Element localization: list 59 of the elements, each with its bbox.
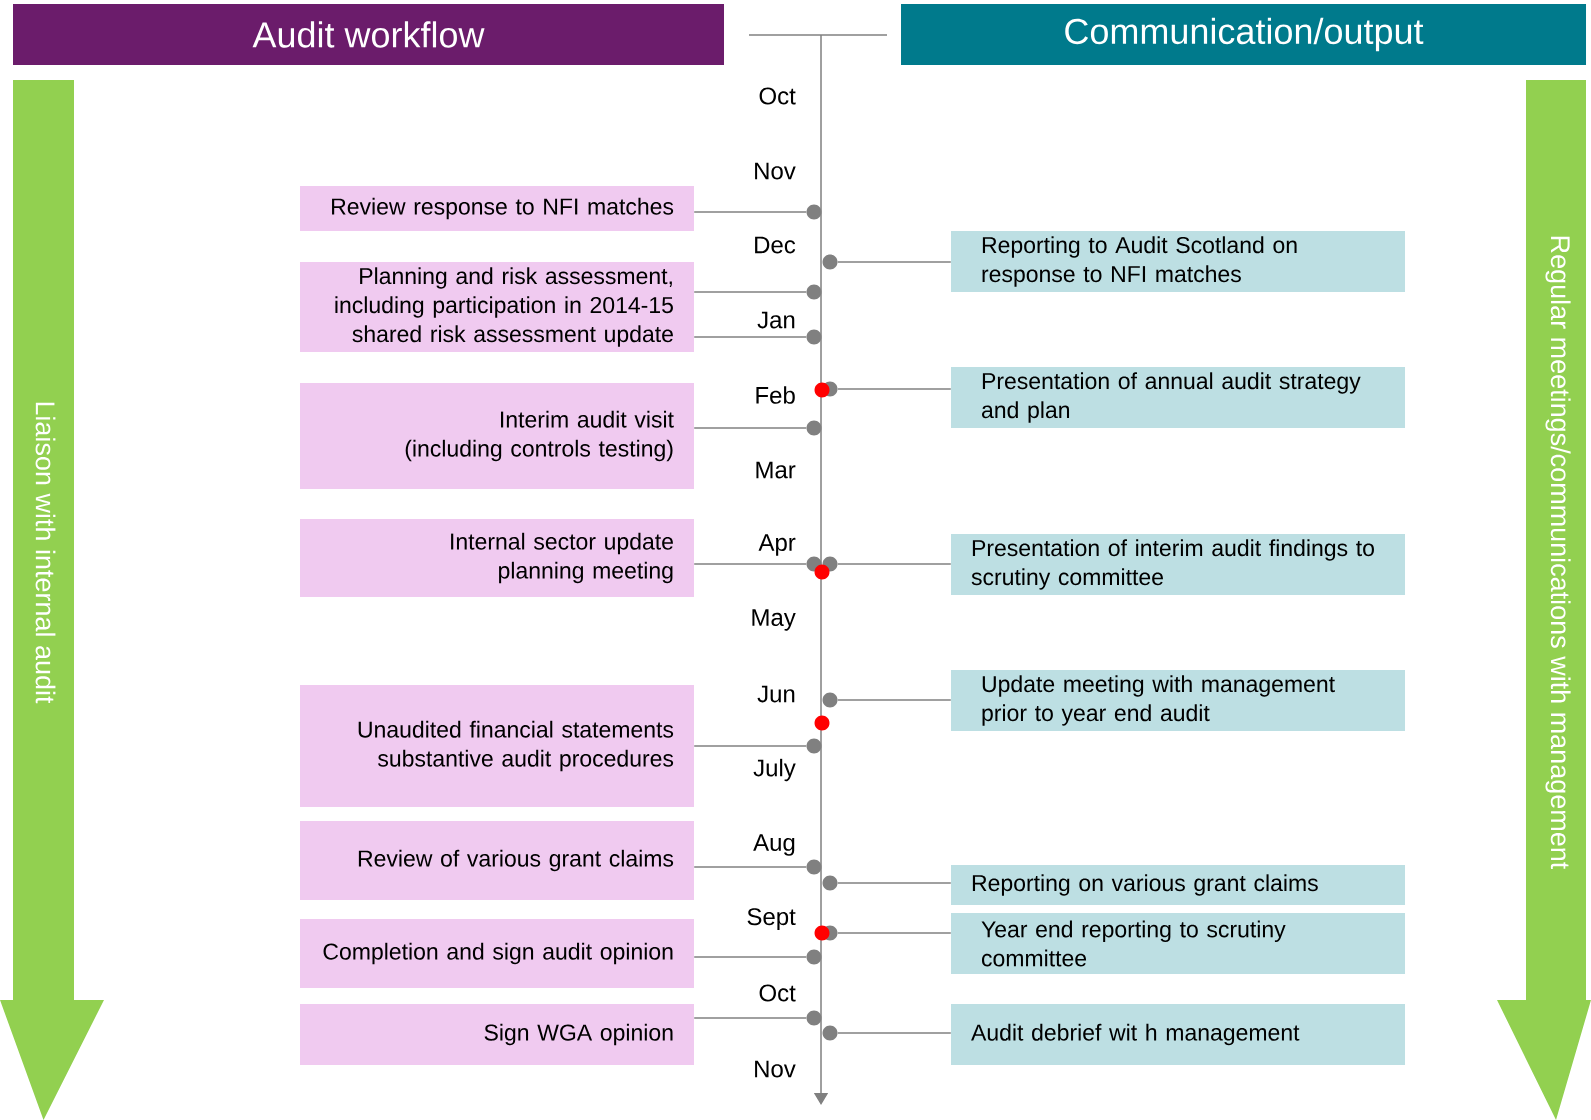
activity-box: Planning and risk assessment, including participation in 2014-15 shared risk assessment update bbox=[300, 262, 694, 352]
activity-box: Review of various grant claims bbox=[300, 821, 694, 900]
month-label: Oct bbox=[759, 87, 796, 105]
timeline-dot bbox=[806, 859, 822, 875]
timeline-dot bbox=[806, 949, 822, 965]
output-box: Reporting on various grant claims bbox=[951, 865, 1405, 905]
month-label: Mar bbox=[756, 461, 796, 479]
month-label: Oct bbox=[759, 984, 796, 1002]
leader-line bbox=[693, 291, 808, 293]
leader-line bbox=[693, 1017, 808, 1019]
month-label: Feb bbox=[756, 386, 795, 404]
leader-line bbox=[836, 699, 952, 701]
month-label: Apr bbox=[758, 534, 796, 556]
leader-line bbox=[836, 882, 952, 884]
leader-line bbox=[836, 563, 952, 565]
output-box: Reporting to Audit Scotland on response to NFI matches bbox=[951, 231, 1405, 292]
leader-line bbox=[693, 956, 808, 958]
timeline-dot bbox=[822, 875, 838, 891]
month-label: Nov bbox=[755, 162, 796, 180]
leader-line bbox=[693, 866, 808, 868]
header-bar: Audit workflow bbox=[13, 4, 724, 65]
month-label: Dec bbox=[755, 236, 796, 254]
month-label: May bbox=[752, 609, 796, 631]
month-label: July bbox=[753, 758, 796, 782]
activity-box: Interim audit visit (including controls testing) bbox=[300, 383, 694, 489]
leader-line bbox=[836, 932, 952, 934]
leader-line bbox=[836, 1032, 952, 1034]
leader-line bbox=[836, 388, 952, 390]
output-box: Update meeting with management prior to year end audit bbox=[951, 670, 1405, 731]
leader-line bbox=[693, 745, 808, 747]
leader-line bbox=[693, 427, 808, 429]
timeline-dot bbox=[806, 204, 822, 220]
activity-box: Unaudited financial statements substantive audit procedures bbox=[300, 685, 694, 807]
timeline-dot bbox=[822, 254, 838, 270]
timeline-dot bbox=[806, 1010, 822, 1026]
output-box: Presentation of interim audit findings to scrutiny committee bbox=[951, 534, 1405, 595]
output-box: Presentation of annual audit strategy and plan bbox=[951, 367, 1405, 428]
month-label: Aug bbox=[753, 834, 795, 856]
timeline-dot bbox=[806, 738, 822, 754]
activity-box: Review response to NFI matches bbox=[300, 186, 694, 231]
month-label: Jan bbox=[757, 311, 795, 329]
month-label: Sept bbox=[747, 908, 796, 930]
output-box: Audit debrief wit h management bbox=[951, 1004, 1405, 1065]
timeline-dot bbox=[806, 329, 822, 345]
timeline-dot bbox=[806, 284, 822, 300]
timeline-dot bbox=[822, 1025, 838, 1041]
leader-line bbox=[693, 336, 808, 338]
timeline-dot bbox=[822, 692, 838, 708]
output-box: Year end reporting to scrutiny committee bbox=[951, 913, 1405, 974]
activity-box: Internal sector update planning meeting bbox=[300, 519, 694, 597]
leader-line bbox=[693, 563, 808, 565]
activity-box: Sign WGA opinion bbox=[300, 1004, 694, 1065]
leader-line bbox=[836, 261, 952, 263]
timeline-dot bbox=[806, 420, 822, 436]
month-label: Nov bbox=[755, 1060, 796, 1078]
leader-line bbox=[693, 211, 808, 213]
activity-box: Completion and sign audit opinion bbox=[300, 919, 694, 988]
header-bar: Communication/output bbox=[901, 4, 1586, 65]
month-label: Jun bbox=[757, 685, 795, 703]
